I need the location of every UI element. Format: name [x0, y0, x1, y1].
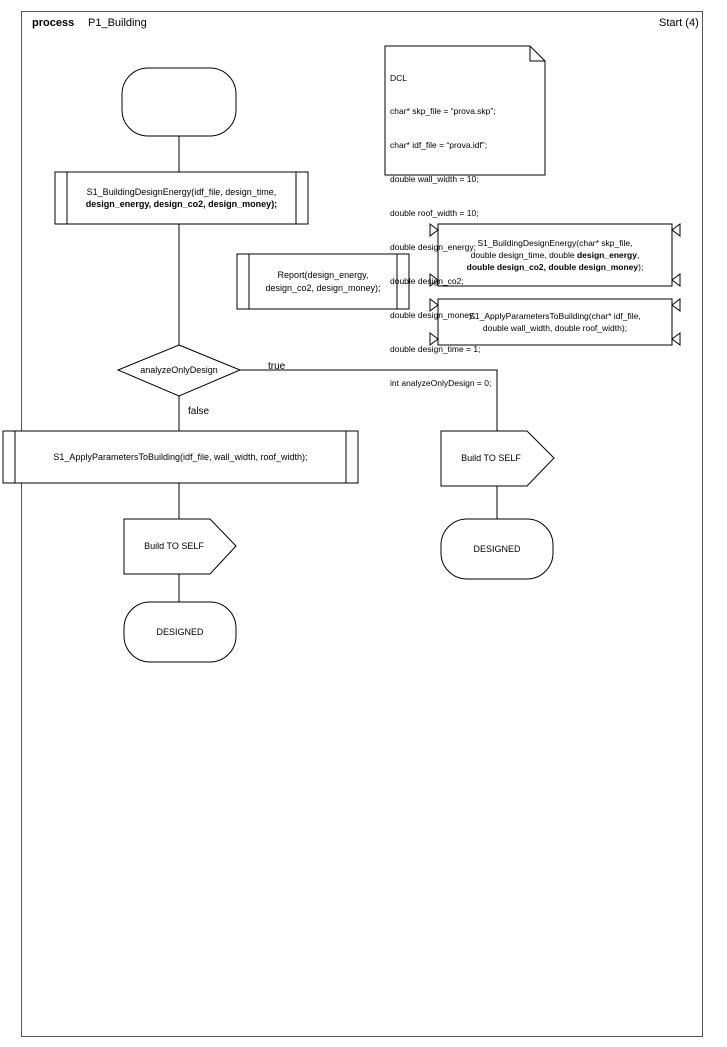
note-line-4: double roof_width = 10; — [390, 208, 479, 219]
node-report[interactable] — [236, 253, 410, 310]
comment2-notch-top-left — [429, 298, 439, 312]
note-line-8: double design_time = 1; — [390, 343, 481, 354]
node-decision-analyze-only-design[interactable] — [116, 344, 242, 397]
comment1-notch-bottom-left — [429, 273, 439, 287]
comment2-notch-bottom-right — [671, 332, 681, 346]
node-build-to-self-left[interactable] — [123, 518, 237, 575]
note-line-2: char* idf_file = “prova.idf”; — [390, 140, 488, 151]
note-dcl-text: DCL char* skp_file = “prova.skp”; char* … — [390, 50, 542, 412]
edge-decision-true — [240, 369, 498, 431]
node-designed-right[interactable] — [440, 518, 554, 580]
node-call-apply-params[interactable] — [2, 430, 359, 484]
note-line-1: char* skp_file = “prova.skp”; — [390, 106, 496, 117]
node-call-design-energy[interactable] — [54, 171, 309, 225]
comment2-notch-bottom-left — [429, 332, 439, 346]
comment1-notch-bottom-right — [671, 273, 681, 287]
node-build-to-self-right[interactable] — [440, 430, 555, 487]
note-line-9: int analyzeOnlyDesign = 0; — [390, 377, 492, 388]
page-frame — [21, 11, 703, 1037]
header-keyword: process — [32, 17, 75, 29]
header-process-name: P1_Building — [88, 17, 147, 29]
header-start-label: Start (4) — [659, 17, 699, 29]
edge-label-false: false — [188, 406, 210, 417]
edge-label-true: true — [268, 361, 286, 372]
node-designed-left[interactable] — [123, 601, 237, 663]
node-start[interactable] — [121, 67, 237, 137]
note-line-7: double design_money; — [390, 309, 476, 320]
note-line-5: double design_energy; — [390, 242, 477, 253]
note-dcl-body — [384, 45, 546, 176]
note-line-3: double wall_width = 10; — [390, 174, 479, 185]
note-line-6: double design_co2; — [390, 275, 464, 286]
comment1-notch-top-right — [671, 223, 681, 237]
note-line-0: DCL — [390, 72, 408, 83]
comment-signature-design-energy — [437, 223, 673, 287]
comment1-notch-top-left — [429, 223, 439, 237]
note-dcl-fold — [529, 46, 545, 62]
comment-signature-apply-params — [437, 298, 673, 346]
comment2-notch-top-right — [671, 298, 681, 312]
